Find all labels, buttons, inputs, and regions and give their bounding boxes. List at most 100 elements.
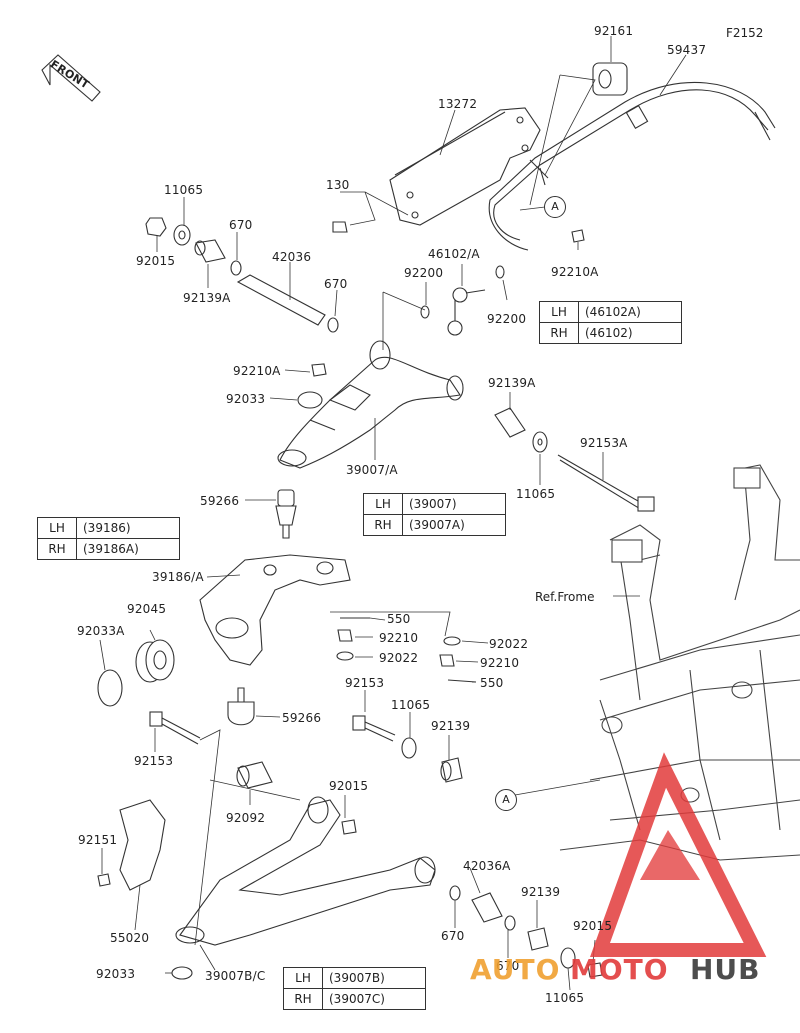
knuckle-39186 [199, 554, 351, 666]
table-cell: (39007B) [322, 967, 426, 989]
label-39007BC: 39007B/C [205, 969, 266, 983]
washer-92022-a [336, 651, 354, 661]
bushing-92139A-right [494, 407, 526, 438]
washer-92200-a [420, 305, 430, 319]
washer-11065-top [173, 224, 191, 246]
table-cell: LH [283, 967, 323, 989]
bushing-92092 [236, 761, 273, 789]
table-cell: RH [363, 514, 403, 536]
variant-table-39007: LH(39007) RH(39007A) [363, 493, 506, 536]
callout-a-bottom: A [495, 789, 517, 811]
label-92033-low: 92033 [96, 967, 136, 981]
table-cell: RH [539, 322, 579, 344]
label-39186A: 39186/A [152, 570, 204, 584]
table-cell: RH [283, 988, 323, 1010]
table-cell: RH [37, 538, 77, 560]
nut-92015-low [587, 962, 603, 978]
guard-55020 [119, 799, 166, 891]
table-cell: (46102) [578, 322, 682, 344]
table-row: LH(46102A) [539, 301, 682, 323]
watermark-logo [590, 752, 767, 957]
label-46102A: 46102/A [428, 247, 480, 261]
nut-92210-b [439, 654, 455, 667]
front-arrow-icon [41, 54, 101, 102]
label-92022-b: 92022 [379, 651, 419, 665]
label-92200-b: 92200 [487, 312, 527, 326]
variant-table-39186: LH(39186) RH(39186A) [37, 517, 180, 560]
cotter-pin-550-b [447, 679, 477, 683]
table-cell: (39007A) [402, 514, 506, 536]
label-670-d: 670 [496, 959, 520, 973]
collar-42036 [236, 274, 326, 326]
watermark-hub: HUB [690, 953, 761, 986]
nut-92210-a [337, 629, 353, 642]
label-11065-mid: 11065 [516, 487, 556, 501]
label-92210-a: 92210 [379, 631, 419, 645]
oring-670-b [327, 317, 339, 333]
label-42036: 42036 [272, 250, 312, 264]
bushing-92139A-left [194, 239, 226, 263]
label-59266-top: 59266 [200, 494, 240, 508]
label-92139A-right: 92139A [488, 376, 536, 390]
oring-670-c [449, 885, 461, 901]
table-row: RH(39007A) [363, 514, 506, 536]
label-92153A: 92153A [580, 436, 628, 450]
label-92153-mid: 92153 [345, 676, 385, 690]
label-670-b: 670 [324, 277, 348, 291]
label-92033A: 92033A [77, 624, 125, 638]
table-row: RH(39186A) [37, 538, 180, 560]
label-92092: 92092 [226, 811, 266, 825]
label-11065-bottom: 11065 [545, 991, 585, 1005]
label-670-c: 670 [441, 929, 465, 943]
label-92139-low: 92139 [521, 885, 561, 899]
label-130: 130 [326, 178, 350, 192]
bolt-92153-left [149, 711, 201, 745]
label-11065-low: 11065 [391, 698, 431, 712]
bolt-130 [332, 221, 348, 233]
label-670-a: 670 [229, 218, 253, 232]
link-46102 [447, 287, 486, 336]
bushing-92161 [592, 62, 628, 96]
label-92210A-left: 92210A [233, 364, 281, 378]
label-59266-low: 59266 [282, 711, 322, 725]
label-92153-left: 92153 [134, 754, 174, 768]
label-92015-low: 92015 [573, 919, 613, 933]
label-92139A-left: 92139A [183, 291, 231, 305]
label-92210-b: 92210 [480, 656, 520, 670]
nut-92015-top [145, 217, 167, 237]
stabilizer-bar [488, 82, 776, 251]
washer-11065-low [401, 737, 417, 759]
watermark-moto: MOTO [570, 953, 669, 986]
washer-11065-mid [532, 431, 548, 453]
washer-92200-b [495, 265, 505, 279]
collar-42036A [471, 892, 503, 923]
table-row: RH(46102) [539, 322, 682, 344]
bushing-92139-low [527, 927, 549, 951]
clip-92033 [297, 391, 323, 409]
label-92210A-right: 92210A [551, 265, 599, 279]
lower-arm-39007B [175, 796, 436, 946]
label-92139: 92139 [431, 719, 471, 733]
label-11065-top: 11065 [164, 183, 204, 197]
upper-arm-39007 [277, 340, 464, 469]
nut-92210A-left [311, 363, 327, 377]
table-cell: (46102A) [578, 301, 682, 323]
label-92015-top: 92015 [136, 254, 176, 268]
bolt-92153A [557, 454, 655, 512]
nut-92015-mid [341, 819, 357, 835]
watermark-auto: AUTO [470, 953, 561, 986]
figure-code: F2152 [726, 26, 764, 40]
ball-joint-59266-top [275, 489, 297, 539]
table-row: LH(39007) [363, 493, 506, 515]
oring-670-d [504, 915, 516, 931]
vehicle-frame [559, 464, 800, 861]
label-550-b: 550 [480, 676, 504, 690]
nut-92210A-right [571, 229, 585, 243]
label-92022-a: 92022 [489, 637, 529, 651]
table-cell: (39186) [76, 517, 180, 539]
snap-ring-92033A [97, 669, 123, 707]
label-92033: 92033 [226, 392, 266, 406]
washer-92022-b [443, 636, 461, 646]
